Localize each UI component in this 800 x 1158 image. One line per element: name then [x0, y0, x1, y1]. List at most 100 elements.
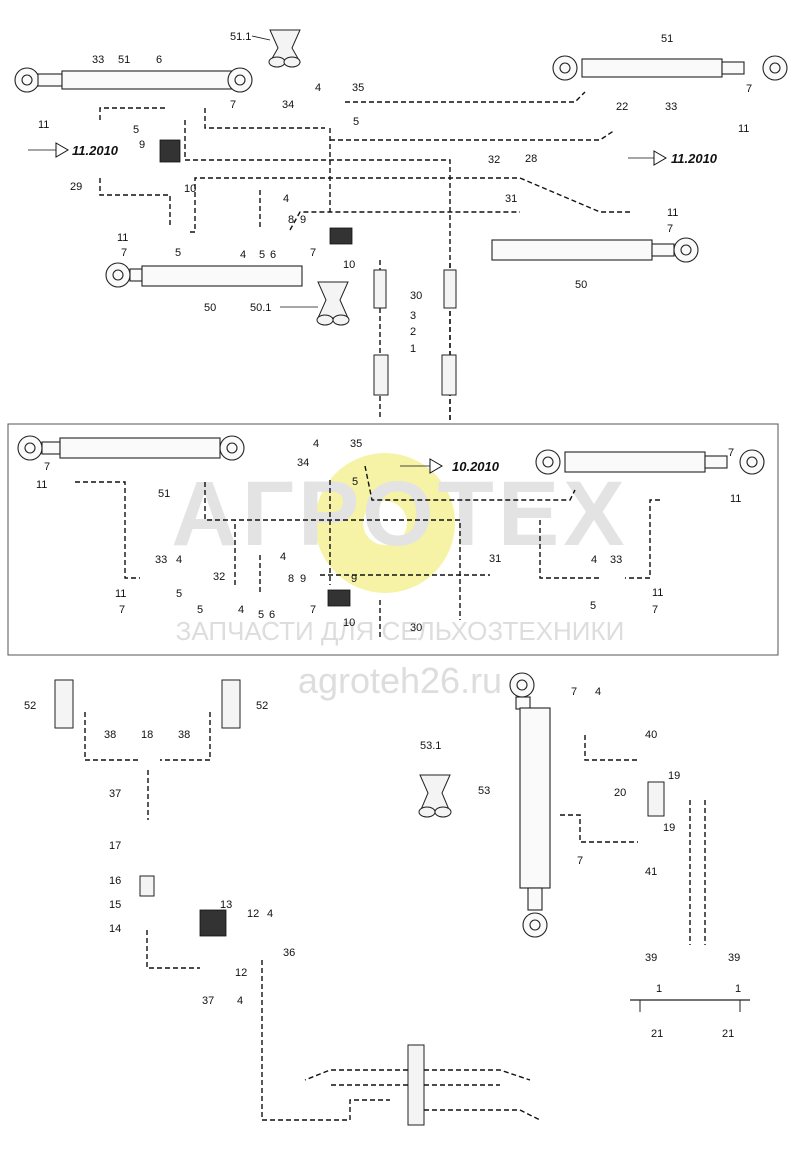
sensor-52-right: [221, 679, 241, 729]
revision-marker-upper-right: 11.2010: [628, 150, 718, 166]
watermark-url: agroteh26.ru: [298, 660, 502, 701]
callout: 7: [310, 247, 316, 259]
callout: 51: [158, 488, 170, 500]
callout: 38: [178, 729, 190, 741]
callout: 5: [176, 588, 182, 600]
callout: 4: [280, 551, 286, 563]
cylinder-51-left: [14, 67, 253, 93]
valve-10-top-left: [159, 139, 181, 163]
callout: 52: [256, 700, 268, 712]
callout: 7: [746, 83, 752, 95]
callout: 7: [310, 604, 316, 616]
callout: 6: [270, 249, 276, 261]
valve-10-middle: [327, 589, 351, 607]
callout: 9: [139, 139, 145, 151]
callout: 11: [652, 587, 663, 599]
callout: 10: [184, 183, 196, 195]
cylinder-50-right: [491, 237, 699, 263]
callout: 7: [667, 223, 673, 235]
callout: 2: [410, 326, 416, 338]
callout: 8: [288, 573, 294, 585]
callout: 34: [297, 457, 309, 469]
valve-block-20: [647, 781, 665, 817]
svg-text:10.2010: 10.2010: [452, 459, 500, 474]
callout: 29: [70, 181, 82, 193]
callout: 33: [155, 554, 167, 566]
callout: 33: [92, 54, 104, 66]
watermark-brand: АГРОТЕХ: [171, 463, 628, 565]
callout: 35: [350, 438, 362, 450]
callout: 32: [213, 571, 225, 583]
callout: 15: [109, 899, 121, 911]
callout: 20: [614, 787, 626, 799]
valve-13: [199, 909, 227, 937]
distributor-manifold: [304, 1044, 541, 1126]
callout: 7: [119, 604, 125, 616]
callout: 5: [259, 249, 265, 261]
callout: 4: [238, 604, 244, 616]
callout: 35: [352, 82, 364, 94]
callout: 28: [525, 153, 537, 165]
callout: 50: [204, 302, 216, 314]
callout-labels: 51.1 33 51 6 51 4 35 7 34 5 22 33 11 7 1…: [24, 31, 752, 1040]
callout: 6: [269, 609, 275, 621]
callout: 53: [478, 785, 490, 797]
callout: 4: [267, 908, 273, 920]
revision-marker-middle: 10.2010: [400, 458, 500, 474]
callout: 38: [104, 729, 116, 741]
bottom-right-hoses: [560, 735, 706, 945]
plug-right: [441, 354, 457, 396]
callout: 33: [665, 101, 677, 113]
callout: 9: [300, 214, 306, 226]
callout: 31: [505, 193, 517, 205]
callout: 7: [230, 99, 236, 111]
callout: 30: [410, 290, 422, 302]
callout: 3: [410, 310, 416, 322]
callout: 4: [595, 686, 601, 698]
callout: 14: [109, 923, 121, 935]
cylinder-50-left: [105, 262, 303, 288]
filter-16: [139, 875, 155, 897]
coupling-left: [373, 269, 387, 309]
watermark: АГРОТЕХ ЗАПЧАСТИ ДЛЯ СЕЛЬХОЗТЕХНИКИ agro…: [171, 453, 628, 701]
callout: 13: [220, 899, 232, 911]
callout: 9: [351, 573, 357, 585]
callout: 16: [109, 875, 121, 887]
callout: 19: [663, 822, 675, 834]
callout: 51.1: [230, 31, 251, 43]
callout: 11: [730, 493, 741, 505]
callout: 50.1: [250, 302, 271, 314]
callout: 1: [735, 983, 741, 995]
callout: 11: [115, 588, 126, 600]
sensor-52-left: [54, 679, 74, 729]
callout: 7: [652, 604, 658, 616]
callout: 39: [645, 952, 657, 964]
callout: 11: [117, 232, 128, 244]
callout: 6: [156, 54, 162, 66]
callout: 4: [237, 995, 243, 1007]
seal-kit-50-1-icon: [316, 281, 350, 326]
callout: 50: [575, 279, 587, 291]
cylinder-51-right: [552, 55, 788, 81]
callout: 36: [283, 947, 295, 959]
callout: 12: [235, 967, 247, 979]
svg-text:11.2010: 11.2010: [72, 143, 119, 158]
svg-text:11.2010: 11.2010: [671, 151, 718, 166]
watermark-tagline: ЗАПЧАСТИ ДЛЯ СЕЛЬХОЗТЕХНИКИ: [176, 616, 625, 646]
callout: 33: [610, 554, 622, 566]
callout: 5: [258, 609, 264, 621]
callout: 41: [645, 866, 657, 878]
callout: 11: [38, 119, 49, 131]
callout: 18: [141, 729, 153, 741]
variant-frame: [7, 423, 779, 656]
callout: 53.1: [420, 740, 441, 752]
callout: 5: [133, 124, 139, 136]
revision-marker-upper-left: 11.2010: [28, 142, 119, 158]
callout: 30: [410, 622, 422, 634]
callout: 1: [410, 343, 416, 355]
callout: 7: [577, 855, 583, 867]
callout: 17: [109, 840, 121, 852]
callout: 11: [36, 479, 47, 491]
